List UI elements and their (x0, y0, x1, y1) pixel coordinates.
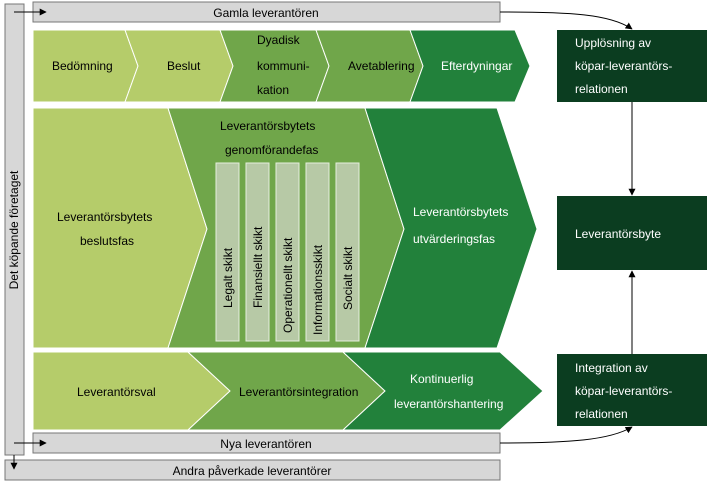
row1-assessment-label: Bedömning (52, 59, 113, 73)
row2-evaluation-line2: utvärderingsfas (413, 232, 495, 246)
row1-dyadic-line2: kommuni- (257, 59, 310, 73)
row3-management-line1: Kontinuerlig (410, 372, 473, 386)
box-integration-line3: relationen (575, 407, 628, 421)
layer-information-label: Informationsskikt (311, 244, 325, 335)
row1-dyadic-line1: Dyadisk (257, 33, 301, 47)
box-switch (557, 196, 707, 270)
layer-financial (245, 162, 270, 342)
layer-social-label: Socialt skikt (341, 246, 355, 310)
row3-management-line2: leverantörshantering (394, 397, 503, 411)
row1-aftermath-label: Efterdyningar (441, 59, 512, 73)
other-suppliers-label: Andra påverkade leverantörer (173, 464, 332, 478)
row3-selection-label: Leverantörsval (77, 385, 156, 399)
row2-evaluation-line1: Leverantörsbytets (413, 205, 508, 219)
new-supplier-label: Nya leverantören (220, 437, 311, 451)
row1-dyadic-line3: kation (257, 83, 289, 97)
layer-legal (215, 162, 240, 342)
box-dissolution-line1: Upplösning av (575, 36, 651, 50)
row2-implementation-line1: Leverantörsbytets (220, 119, 315, 133)
chevron-management (341, 351, 544, 431)
row1-disengagement-label: Avetablering (348, 59, 415, 73)
buying-company-label: Det köpande företaget (7, 170, 21, 289)
layer-information (305, 162, 330, 342)
row2-implementation-line2: genomförandefas (225, 143, 318, 157)
box-dissolution-line2: köpar-leverantörs- (575, 59, 672, 73)
layer-legal-label: Legalt skikt (221, 247, 235, 308)
row2-decision-line2: beslutsfas (80, 234, 134, 248)
arrow-old-to-dissolution (499, 11, 633, 30)
arrows (10, 8, 636, 470)
box-dissolution (557, 30, 707, 102)
other-suppliers-bar (4, 459, 501, 481)
box-dissolution-line3: relationen (575, 82, 628, 96)
box-integration (557, 354, 707, 426)
old-supplier-label: Gamla leverantören (213, 6, 318, 20)
box-switch-label: Leverantörsbyte (575, 227, 661, 241)
box-integration-line1: Integration av (575, 361, 648, 375)
row3-integration-label: Leverantörsintegration (239, 385, 358, 399)
layer-social (335, 162, 360, 342)
row2-decision-line1: Leverantörsbytets (57, 210, 152, 224)
layers-group: Legalt skikt Finansiellt skikt Operation… (215, 162, 360, 342)
chevron-aftermath (409, 29, 531, 103)
layer-financial-label: Finansiellt skikt (251, 226, 265, 308)
layer-operational-label: Operationellt skikt (281, 237, 295, 333)
box-integration-line2: köpar-leverantörs- (575, 384, 672, 398)
chevron-evaluation-phase (364, 107, 538, 349)
row1-decision-label: Beslut (167, 59, 201, 73)
arrow-new-to-integration (499, 426, 633, 444)
layer-operational (275, 162, 300, 342)
